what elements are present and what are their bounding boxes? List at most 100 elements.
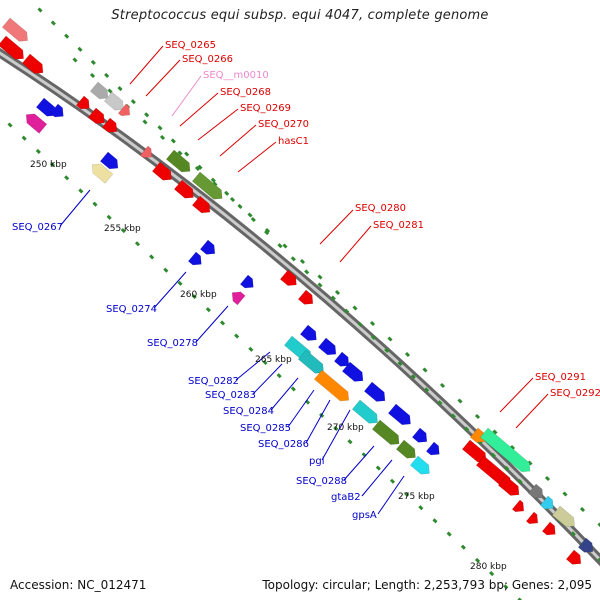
tick-dash-outer (264, 230, 270, 236)
tick-dash-outer (450, 413, 456, 419)
gene-label-seq-0286: SEQ_0286 (258, 439, 309, 450)
label-leader-line (499, 377, 534, 413)
gene-arrow-shape (297, 289, 314, 305)
gene-arrow (541, 521, 556, 536)
tick-dash-outer (250, 216, 256, 223)
label-leader-line (270, 377, 299, 411)
gene-label-seq-m0010: SEQ__m0010 (203, 70, 269, 81)
gene-arrow (297, 349, 324, 374)
label-leader-line (219, 124, 257, 157)
label-leader-line (252, 363, 283, 395)
gene-arrow-shape (333, 351, 350, 367)
tick-dash-inner (120, 227, 126, 234)
gene-arrow (411, 427, 428, 443)
tick-dash-outer (37, 7, 43, 13)
tick-label-250: 250 kbp (30, 160, 67, 170)
tick-dash-inner (149, 254, 155, 260)
tick-dash-inner (290, 386, 296, 392)
gene-arrow-shape (165, 149, 191, 173)
label-leader-line (319, 209, 354, 245)
gene-arrow (317, 337, 337, 356)
gene-arrow-shape (351, 399, 378, 424)
gene-arrow-shape (363, 381, 386, 402)
tick-dash-mid (247, 212, 253, 218)
tick-dash-inner (389, 478, 396, 484)
gene-features (0, 17, 594, 565)
gene-arrow (25, 113, 48, 134)
tick-dash-mid (212, 181, 218, 187)
gene-arrow (239, 274, 254, 289)
tick-dash-mid (107, 88, 113, 94)
tick-dash-inner (418, 505, 424, 511)
gene-arrow-shape (103, 91, 124, 111)
tick-dash-inner (35, 148, 41, 154)
tick-dash-outer (397, 361, 403, 367)
tick-dash-mid (597, 522, 600, 528)
label-leader-line (179, 92, 219, 127)
gene-arrow (99, 151, 119, 170)
tick-dash-inner (276, 373, 282, 379)
gene-arrow (469, 427, 486, 443)
tick-dash-outer (237, 203, 243, 209)
tick-dash-outer (317, 282, 323, 288)
gene-arrow (409, 455, 430, 475)
tick-dash-outer (197, 164, 203, 170)
tick-dash-outer (384, 347, 390, 354)
tick-dash-outer (50, 20, 56, 26)
tick-dash-mid (404, 351, 411, 358)
tick-dash-outer (104, 72, 110, 79)
tick-dash-mid (579, 506, 586, 513)
gene-label-seq-0267: SEQ_0267 (12, 222, 63, 233)
gene-arrow (187, 251, 202, 266)
label-leader-line (287, 389, 315, 428)
gene-arrow (49, 103, 64, 118)
gene-arrow (231, 291, 246, 306)
tick-dash-mid (352, 305, 358, 311)
gene-label-seq-0292: SEQ_0292 (550, 388, 600, 399)
tick-dash-mid (142, 119, 148, 125)
tick-dash-outer (370, 334, 376, 340)
gene-arrow-shape (541, 521, 556, 536)
gene-arrow (165, 149, 191, 173)
tick-dash-mid (282, 243, 288, 249)
gene-arrow-shape (35, 97, 56, 117)
tick-dash-inner (177, 280, 183, 286)
tick-dashes (7, 7, 600, 600)
gene-label-seq-0280: SEQ_0280 (355, 203, 406, 214)
gene-arrow (299, 324, 317, 341)
gene-label-seq-0288: SEQ_0288 (296, 476, 347, 487)
tick-dash-outer (77, 46, 83, 52)
tick-dash-inner (262, 359, 268, 366)
label-leader-line (145, 59, 181, 97)
gene-arrow (527, 483, 544, 499)
tick-label-270: 270 kbp (327, 423, 364, 433)
label-leader-line (153, 271, 187, 309)
tick-dash-inner (191, 293, 197, 300)
tick-dash-inner (7, 122, 13, 128)
reverse-gene-labels: SEQ_0267 SEQ_0274 SEQ_0278 SEQ_0282 SEQ_… (12, 222, 377, 521)
genome-title: Streptococcus equi subsp. equi 4047, com… (111, 8, 489, 23)
gene-arrow-shape (91, 163, 114, 184)
gene-arrow (479, 427, 531, 473)
tick-dash-outer (210, 177, 216, 183)
tick-dash-outer (144, 112, 150, 118)
gene-arrow-shape (101, 117, 118, 133)
gene-arrow (139, 145, 153, 159)
label-leader-line (237, 141, 277, 173)
gene-arrow-shape (395, 439, 416, 459)
label-leader-line (129, 45, 164, 85)
gene-label-seq-0274: SEQ_0274 (106, 304, 157, 315)
gene-label-seq-0285: SEQ_0285 (240, 423, 291, 434)
label-leaders (59, 45, 549, 515)
gene-arrow (101, 117, 118, 133)
tick-dash-inner (21, 135, 27, 141)
tick-label-265: 265 kbp (255, 355, 292, 365)
tick-label-260: 260 kbp (180, 290, 217, 300)
label-leader-line (515, 393, 549, 429)
gene-label-seq-0291: SEQ_0291 (535, 372, 586, 383)
gene-arrow-shape (371, 419, 400, 445)
label-leader-line (195, 305, 229, 343)
gene-label-seq-0269: SEQ_0269 (240, 103, 291, 114)
